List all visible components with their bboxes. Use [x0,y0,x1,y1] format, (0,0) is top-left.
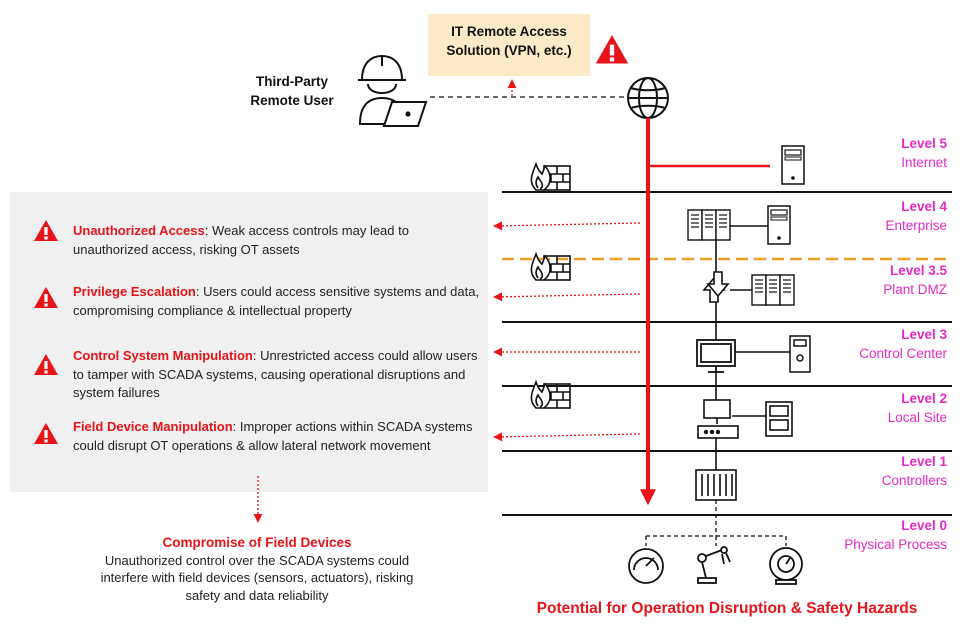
risk-title: Control System Manipulation [73,348,253,363]
server-icon [779,274,795,306]
hmi-panel-icon [789,335,811,373]
risk-title: Field Device Manipulation [73,419,233,434]
robot-arm-icon [697,546,731,584]
level-0-label: Level 0 Physical Process [817,516,947,554]
user-line-2: Remote User [250,93,334,108]
risk-privilege-escalation: Privilege Escalation: Users could access… [73,283,483,320]
level-number: Level 3.5 [889,263,947,278]
server-icon [715,209,731,241]
risk-title: Unauthorized Access [73,223,205,238]
server-icon [767,205,791,245]
monitor-icon [696,339,736,373]
risk-control-system-manipulation: Control System Manipulation: Unrestricte… [73,347,483,403]
risk-unauthorized-access: Unauthorized Access: Weak access control… [73,222,483,259]
level-3-label: Level 3 Control Center [817,325,947,363]
level-number: Level 2 [901,391,947,406]
risk-text: : Users could access sensitive systems a… [73,284,480,318]
level-number: Level 4 [901,199,947,214]
level-2-label: Level 2 Local Site [817,389,947,427]
level-name: Plant DMZ [883,282,947,297]
plc-cabinet-icon [765,401,793,437]
risk-title: Privilege Escalation [73,284,196,299]
warning-icon [34,220,58,241]
level-5-label: Level 5 Internet [817,134,947,172]
it-box-line-2: Solution (VPN, etc.) [446,43,572,58]
level-number: Level 5 [901,136,947,151]
risk-panel [10,192,488,492]
level-4-label: Level 4 Enterprise [817,197,947,235]
level-name: Enterprise [885,218,947,233]
pressure-gauge-icon [769,547,803,585]
level-number: Level 3 [901,327,947,342]
server-icon [687,209,703,241]
server-icon [781,145,805,185]
globe-icon [627,77,669,119]
it-box-line-1: IT Remote Access [451,24,567,39]
risk-arrow-4 [493,432,641,442]
level-3-5-label: Level 3.5 Plant DMZ [817,261,947,299]
user-line-1: Third-Party [255,74,328,89]
level-1-label: Level 1 Controllers [817,452,947,490]
controller-rack-icon [695,469,737,501]
warning-icon [34,423,58,444]
footer-caption: Potential for Operation Disruption & Saf… [536,600,918,617]
gauge-icon [628,548,664,584]
level-name: Control Center [859,346,947,361]
level-number: Level 0 [901,518,947,533]
third-party-user-label: Third-Party Remote User [232,72,352,110]
server-icon [751,274,767,306]
risk-text: : Weak access controls may lead to unaut… [73,223,409,257]
risk-arrow-2 [493,292,641,302]
server-icon [765,274,781,306]
compromise-field-devices: Compromise of Field Devices Unauthorized… [96,534,418,604]
warning-icon [34,354,58,375]
level-name: Controllers [881,473,947,488]
risk-arrow-1 [493,221,641,231]
level-number: Level 1 [901,454,947,469]
it-remote-access-label: IT Remote Access Solution (VPN, etc.) [428,22,590,60]
server-icon [701,209,717,241]
compromise-title: Compromise of Field Devices [162,535,352,550]
warning-icon [34,287,58,308]
risk-field-device-manipulation: Field Device Manipulation: Improper acti… [73,418,483,455]
level-name: Internet [901,155,947,170]
it-remote-access-box [428,14,590,76]
monitor-icon [697,399,739,439]
warning-icon [595,35,629,64]
risk-text: : Improper actions within SCADA systems … [73,419,473,453]
compromise-text: Unauthorized control over the SCADA syst… [100,552,414,603]
level-name: Physical Process [844,537,947,552]
engineer-laptop-icon [358,54,428,127]
firewall-icon [530,163,571,191]
level-name: Local Site [887,410,947,425]
risk-text: : Unrestricted access could allow users … [73,348,478,400]
switch-icon [702,271,730,303]
